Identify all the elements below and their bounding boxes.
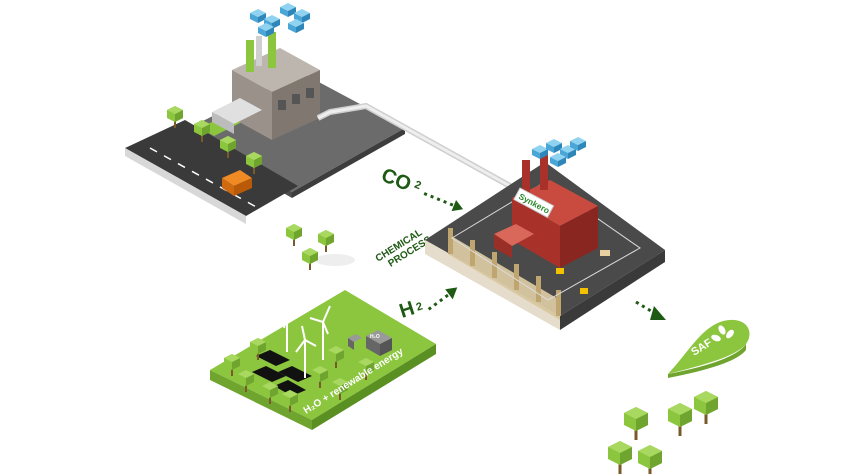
co2-subscript: 2: [413, 179, 423, 192]
saf-pin: SAF: [668, 319, 750, 378]
forklift: [556, 268, 564, 274]
solar-panels: [252, 350, 312, 396]
renewable-field: H₂O H₂O + renewable energy: [210, 290, 436, 430]
h2-label: H 2: [397, 287, 458, 323]
truck: [222, 170, 252, 186]
arrow-icon: [650, 306, 666, 320]
arrow-icon: [451, 199, 464, 212]
h2-subscript: 2: [415, 300, 425, 313]
chemical-process-label: CHEMICAL PROCESS: [374, 227, 434, 269]
water-box-label: H₂O: [370, 334, 380, 340]
co2-label: CO 2: [378, 164, 464, 212]
trees-mid: [286, 224, 355, 270]
synkero-plant: Synkero: [425, 137, 665, 330]
water-electrolyzer: H₂O: [348, 330, 392, 356]
wind-turbines: [277, 295, 331, 378]
arrow-to-saf: [635, 300, 666, 320]
leaf-icon: [711, 325, 734, 342]
h2-text: H: [397, 297, 418, 322]
trees-bottom: [608, 391, 718, 474]
arrow-icon: [445, 287, 458, 300]
road: [125, 120, 298, 216]
emitter-factory-site: [125, 3, 405, 224]
smoke-cubes: [250, 3, 310, 37]
co2-text: CO: [378, 164, 414, 196]
forklift: [580, 288, 588, 294]
